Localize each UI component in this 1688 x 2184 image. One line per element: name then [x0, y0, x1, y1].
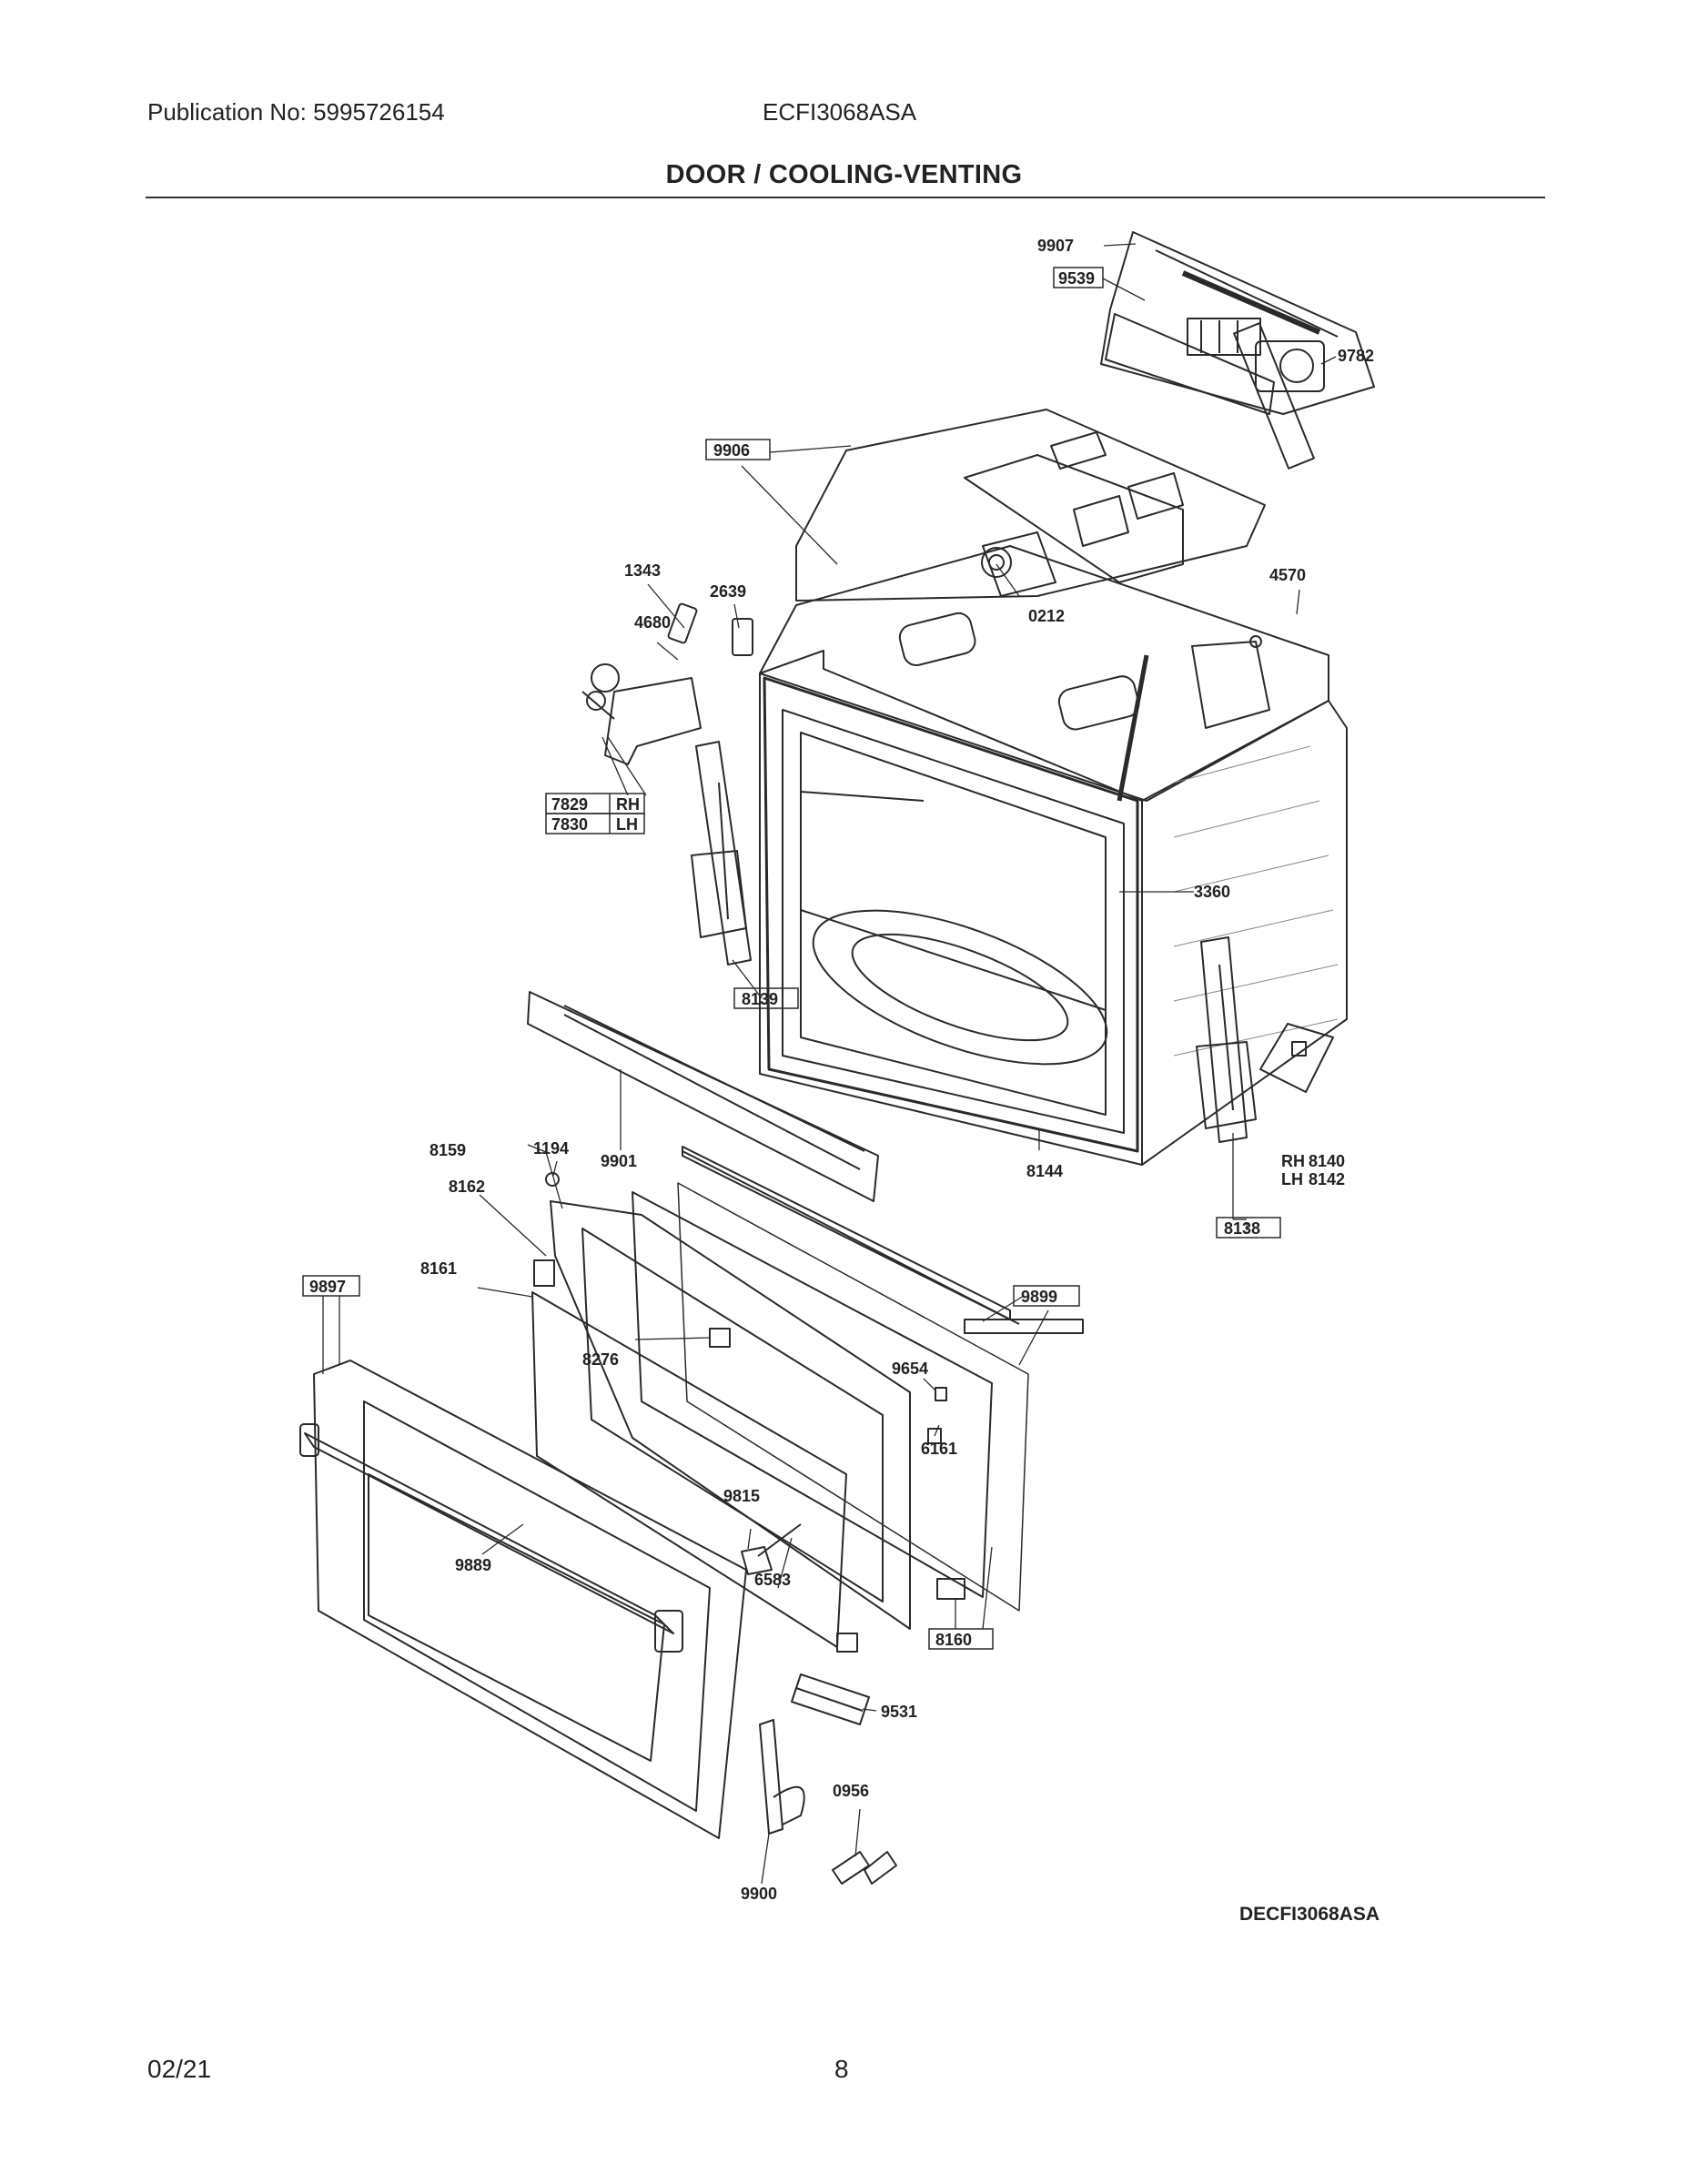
label-8161: 8161: [420, 1259, 457, 1278]
label-8144: 8144: [1026, 1162, 1063, 1180]
label-9531: 9531: [881, 1703, 917, 1721]
oven-top-panel: [759, 545, 1329, 802]
hinge-receptacle-left: [691, 741, 752, 966]
label-rh-7829: RH: [616, 795, 640, 814]
label-boxes: [302, 267, 1281, 1650]
label-lh-8142: LH: [1281, 1170, 1303, 1188]
label-9900: 9900: [741, 1885, 777, 1903]
hinge-clips: [832, 1851, 897, 1885]
section-title: DOOR / COOLING-VENTING: [665, 160, 1023, 189]
label-7829: 7829: [551, 795, 588, 814]
label-4680: 4680: [634, 613, 671, 632]
door-latch: [581, 602, 753, 765]
label-8162: 8162: [449, 1178, 485, 1196]
label-6583: 6583: [754, 1571, 791, 1589]
label-8276: 8276: [582, 1350, 619, 1369]
leader-lines: [322, 243, 1337, 1885]
label-9815: 9815: [723, 1487, 760, 1505]
header-rule: [146, 197, 1545, 198]
label-9901: 9901: [601, 1152, 637, 1170]
label-3360: 3360: [1194, 883, 1230, 901]
door-inner-frame: [531, 1146, 1084, 1648]
label-9897: 9897: [309, 1278, 346, 1296]
model-number: ECFI3068ASA: [763, 98, 917, 126]
oven-gasket: [763, 676, 1139, 1153]
label-lh-7830: LH: [616, 815, 638, 834]
outer-door: [299, 1360, 747, 1839]
blower-motor: [1187, 318, 1325, 392]
label-9907: 9907: [1037, 237, 1074, 255]
label-7830: 7830: [551, 815, 588, 834]
hinge-receptacle-right: [1196, 936, 1257, 1143]
oven-cavity: [759, 650, 1348, 1166]
label-8142: 8142: [1309, 1170, 1345, 1188]
label-rh-8140: RH: [1281, 1152, 1305, 1170]
publication-number: Publication No: 5995726154: [147, 98, 445, 126]
door-hinge: [759, 1719, 805, 1835]
label-9906: 9906: [713, 441, 750, 460]
door-top-trim: [527, 991, 879, 1202]
label-1194: 1194: [533, 1139, 569, 1158]
label-9539: 9539: [1058, 269, 1095, 288]
label-8160: 8160: [935, 1631, 972, 1649]
page-number: 8: [834, 2055, 849, 2083]
part-labels: 9907 9539 9906 9782 1343 2639 4680 0212 …: [309, 237, 1374, 1903]
label-9782: 9782: [1338, 347, 1374, 365]
cooling-duct: [795, 409, 1266, 602]
label-9899: 9899: [1021, 1288, 1057, 1306]
label-0212: 0212: [1028, 607, 1065, 625]
vent-rod: [791, 1673, 870, 1725]
label-0956: 0956: [833, 1782, 869, 1800]
label-2639: 2639: [710, 582, 746, 601]
label-9654: 9654: [892, 1360, 928, 1378]
label-4570: 4570: [1269, 566, 1306, 584]
control-board: [1259, 1023, 1334, 1093]
footer-date: 02/21: [147, 2055, 212, 2083]
drawing-id: DECFI3068ASA: [1239, 1904, 1380, 1925]
label-9889: 9889: [455, 1556, 491, 1574]
label-1343: 1343: [624, 561, 661, 580]
label-8138: 8138: [1224, 1219, 1260, 1238]
label-8139: 8139: [742, 990, 778, 1008]
label-8159: 8159: [430, 1141, 466, 1159]
label-6161: 6161: [921, 1440, 957, 1458]
label-8140: 8140: [1309, 1152, 1345, 1170]
small-hardware: [533, 1172, 965, 1653]
